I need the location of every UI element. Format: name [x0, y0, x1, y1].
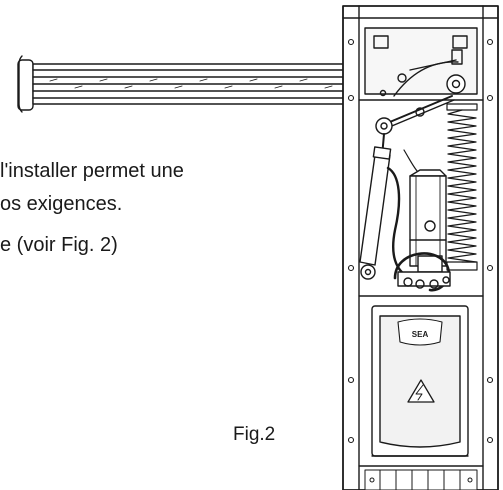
brand-label: SEA — [412, 330, 429, 339]
cylinder-top-pin — [380, 122, 388, 130]
body-text-line-1: l'installer permet une — [0, 160, 184, 182]
cable-wire — [403, 149, 419, 173]
pivot-bolt-left — [397, 73, 407, 83]
crank-link — [409, 59, 457, 71]
pump-base — [397, 271, 451, 289]
crank-arm-curve — [393, 61, 459, 97]
spring-coils — [447, 109, 477, 263]
lever-pivot — [415, 107, 425, 117]
control-unit: SEA — [371, 305, 469, 457]
brand-badge — [397, 318, 443, 346]
boom-end-cap-rim — [18, 55, 23, 113]
lever-arm-edge — [386, 99, 455, 129]
cylinder-bottom-pin — [364, 268, 372, 276]
barrier-boom — [17, 55, 359, 113]
electric-motor — [409, 169, 447, 273]
mounting-holes — [347, 38, 494, 444]
motor-port — [424, 220, 436, 232]
cylinder-bottom-eye — [360, 264, 376, 280]
lever-assembly — [375, 95, 455, 135]
pivot-plate — [364, 27, 478, 95]
main-pivot-axle — [451, 79, 461, 89]
bracket-left — [373, 35, 389, 49]
boom-dash-marks — [49, 78, 333, 89]
body-text-line-2: os exigences. — [0, 193, 123, 215]
bracket-right — [452, 35, 468, 49]
cylinder-cap — [372, 146, 392, 160]
hydraulic-cylinder — [359, 133, 392, 280]
body-text-line-3: e (voir Fig. 2) — [0, 234, 118, 256]
valve-1 — [403, 277, 413, 287]
boom-end-cap — [17, 59, 34, 111]
valve-2 — [415, 279, 425, 289]
link-block — [451, 49, 463, 65]
cylinder-top-eye — [375, 117, 393, 135]
high-voltage-warning-icon — [407, 379, 435, 403]
figure-caption: Fig.2 — [233, 424, 276, 445]
main-pivot-hub — [446, 74, 466, 94]
terminal-block — [364, 469, 478, 490]
lever-arm — [384, 95, 453, 125]
pivot-small-bolt — [379, 89, 387, 97]
valve-3 — [429, 279, 439, 289]
terminal-strip — [364, 469, 478, 490]
valve-4 — [442, 276, 450, 284]
hose-loop — [393, 252, 451, 292]
pivot-mechanism — [364, 27, 478, 97]
